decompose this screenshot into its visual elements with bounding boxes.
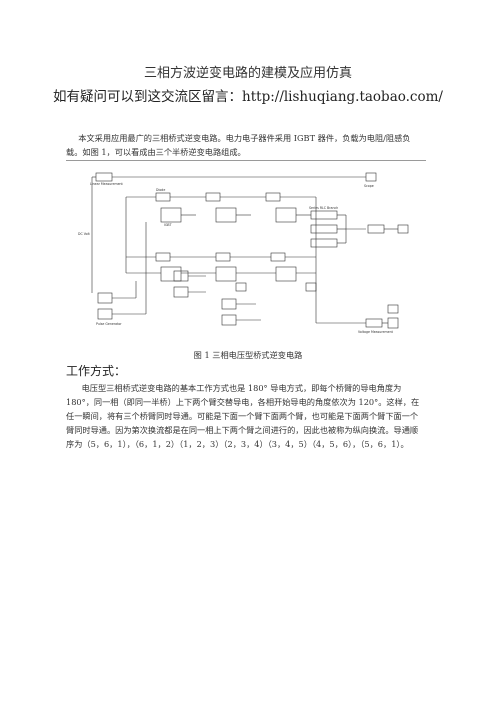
diagram-label: Linear Measurement [90, 182, 124, 186]
document-subtitle: 如有疑问可以到这交流区留言：http://lishuqiang.taobao.c… [53, 89, 443, 105]
diagram-label: Series RLC Branch [309, 206, 338, 210]
simulink-circuit-diagram: Linear Measurement DC Volt Pulse Generat… [78, 172, 409, 334]
pulse-generator-block [97, 292, 113, 304]
rlc-branch-block [310, 238, 338, 248]
voltage-measurement-block [367, 224, 385, 234]
diagram-label: IGBT [164, 223, 172, 227]
pulse-generator-block [221, 298, 237, 310]
rlc-branch-block [310, 224, 338, 234]
figure-caption: 图 1 三相电压型桥式逆变电路 [193, 350, 303, 360]
igbt-block [160, 207, 182, 223]
circuit-diagram-figure: Linear Measurement DC Volt Pulse Generat… [66, 163, 426, 348]
diagram-label: Diode [156, 188, 165, 192]
igbt-block [160, 266, 182, 282]
voltage-measurement-block [365, 318, 383, 328]
scope-block [305, 282, 317, 292]
igbt-block [275, 207, 297, 223]
body-paragraph: 电压型三相桥式逆变电路的基本工作方式也是 180° 导电方式，即每个桥臂的导电角… [66, 383, 420, 449]
scope-block [365, 172, 377, 182]
scope-block [387, 317, 399, 329]
diode-block [270, 252, 286, 262]
rlc-branch-block [310, 210, 338, 220]
scope-block [235, 282, 247, 292]
document-title: 三相方波逆变电路的建模及应用仿真 [143, 66, 352, 81]
diagram-label: Scope [364, 184, 374, 188]
pulse-generator-block [97, 308, 113, 320]
igbt-block [275, 266, 297, 282]
diode-block [155, 192, 171, 202]
diode-block [205, 192, 221, 202]
diagram-label: DC Volt [78, 232, 90, 236]
pulse-generator-block [173, 286, 189, 298]
scope-block [387, 304, 399, 314]
current-measurement-block [95, 172, 113, 182]
divider [66, 160, 426, 161]
diagram-label: Pulse Generator [96, 322, 122, 326]
section-heading: 工作方式： [66, 364, 127, 378]
igbt-block [215, 266, 237, 282]
diode-block [155, 252, 171, 262]
scope-block [397, 224, 409, 234]
diagram-label: Voltage Measurement [358, 330, 394, 334]
diode-block [215, 252, 231, 262]
diode-block [265, 192, 281, 202]
intro-paragraph: 本文采用应用最广的三相桥式逆变电路。电力电子器件采用 IGBT 器件，负载为电阻… [66, 133, 411, 157]
igbt-block [215, 207, 237, 223]
pulse-generator-block [221, 314, 237, 326]
